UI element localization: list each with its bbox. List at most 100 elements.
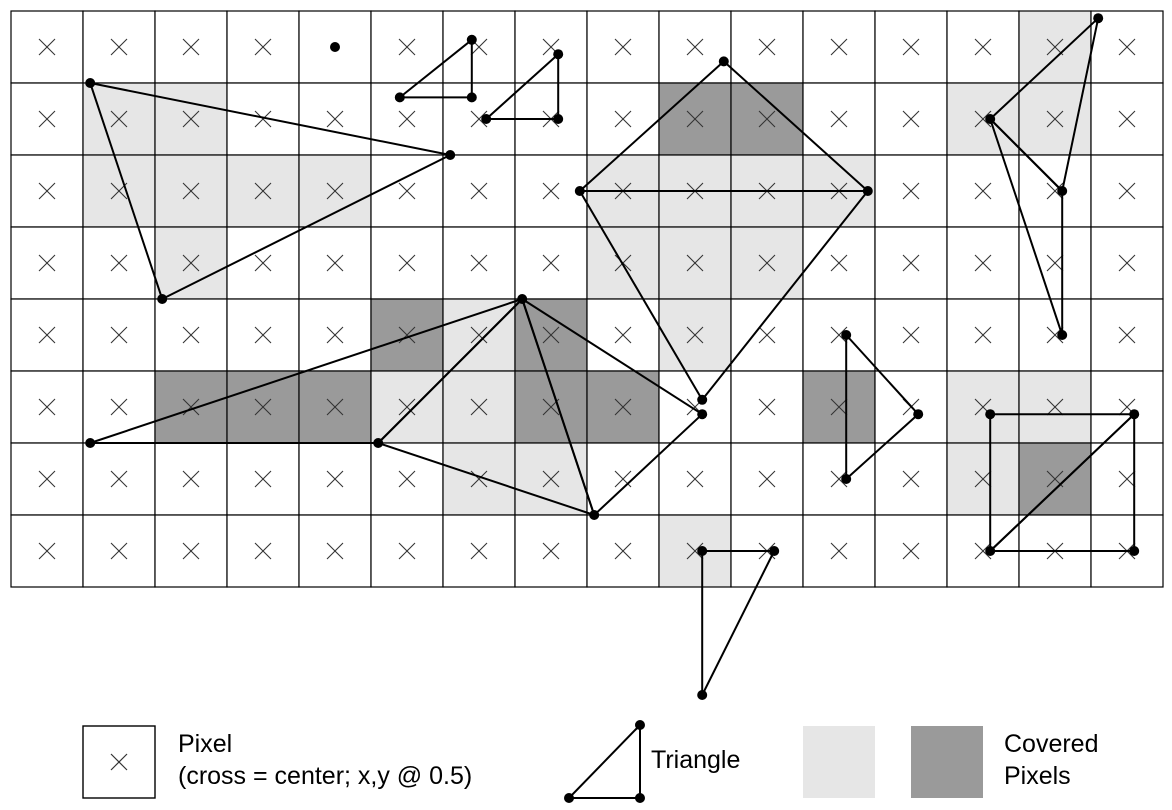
cross-icon — [1118, 326, 1136, 344]
cross-icon — [470, 110, 488, 128]
cross-icon — [902, 326, 920, 344]
cross-icon — [110, 398, 128, 416]
pixel-cell — [370, 298, 444, 372]
cross-icon — [182, 470, 200, 488]
pixel-cell — [298, 370, 372, 444]
pixel-cell — [802, 442, 876, 516]
triangle-layer — [89, 17, 1136, 696]
legend-pixel-description: (cross = center; x,y @ 0.5) — [178, 762, 472, 790]
pixel-cell — [874, 226, 948, 300]
cross-icon — [1118, 470, 1136, 488]
cross-icon — [974, 254, 992, 272]
cross-icon — [110, 110, 128, 128]
pixel-cell — [586, 10, 660, 84]
pixel-cell — [154, 370, 228, 444]
pixel-cell — [802, 10, 876, 84]
triangle-vertex — [718, 56, 729, 67]
pixel-cell — [1018, 442, 1092, 516]
pixel-cell — [442, 370, 516, 444]
cross-icon — [830, 254, 848, 272]
pixel-cell — [514, 226, 588, 300]
pixel-cell — [226, 370, 300, 444]
cross-icon — [614, 398, 632, 416]
pixel-cell — [82, 442, 156, 516]
pixel-cell — [10, 10, 84, 84]
pixel-cell — [514, 370, 588, 444]
cross-icon — [38, 110, 56, 128]
cross-icon — [1046, 182, 1064, 200]
triangle-vertex — [913, 409, 924, 420]
pixel-cell — [1018, 82, 1092, 156]
cross-icon — [470, 398, 488, 416]
triangle-vertex — [862, 186, 873, 196]
pixel-cell — [298, 298, 372, 372]
pixel-cell — [874, 82, 948, 156]
pixel-cell — [370, 514, 444, 588]
pixel-cell — [1018, 154, 1092, 228]
cross-icon — [758, 254, 776, 272]
cross-icon — [110, 38, 128, 56]
pixel-cell — [730, 226, 804, 300]
cross-icon — [542, 182, 560, 200]
cross-icon — [326, 182, 344, 200]
pixel-cell — [298, 10, 372, 84]
cross-icon — [398, 254, 416, 272]
triangle-vertex — [553, 114, 564, 124]
cross-icon — [902, 182, 920, 200]
cross-icon — [830, 326, 848, 344]
triangle-vertex — [553, 49, 564, 60]
pixel-cell — [658, 226, 732, 300]
center-dot — [330, 42, 340, 52]
pixel-cell — [10, 514, 84, 588]
pixel-cell — [442, 154, 516, 228]
pixel-cell — [586, 442, 660, 516]
cross-icon — [38, 470, 56, 488]
cross-icon — [1046, 254, 1064, 272]
cross-icon — [110, 326, 128, 344]
pixel-cell — [442, 298, 516, 372]
pixel-cell — [298, 514, 372, 588]
pixel-cell — [1090, 298, 1164, 372]
triangle — [989, 118, 1064, 336]
triangle-vertex — [1129, 546, 1140, 556]
cross-icon — [902, 110, 920, 128]
cross-icon — [974, 38, 992, 56]
pixel-cell — [1090, 10, 1164, 84]
pixel-cell — [658, 298, 732, 372]
pixel-cell — [226, 226, 300, 300]
pixel-cell — [10, 442, 84, 516]
pixel-cell — [1090, 154, 1164, 228]
triangle — [845, 334, 920, 480]
pixel-cell — [730, 442, 804, 516]
triangle-vertex — [574, 186, 585, 196]
pixel-cell — [298, 82, 372, 156]
cross-icon — [38, 254, 56, 272]
cross-icon — [38, 182, 56, 200]
pixel-cell — [226, 154, 300, 228]
pixel-cell — [226, 298, 300, 372]
pixel-cell — [442, 226, 516, 300]
pixel-cell — [658, 370, 732, 444]
pixel-cell — [874, 442, 948, 516]
cross-icon — [830, 470, 848, 488]
pixel-cell — [10, 154, 84, 228]
pixel-cell — [82, 298, 156, 372]
pixel-cell — [82, 514, 156, 588]
triangle-vertex — [1129, 409, 1140, 420]
cross-icon — [614, 110, 632, 128]
triangle — [989, 413, 1136, 552]
triangle-vertex — [985, 546, 996, 556]
pixel-grid — [10, 10, 1164, 588]
pixel-cell — [514, 10, 588, 84]
cross-icon — [542, 542, 560, 560]
legend-covered-light-swatch — [803, 726, 875, 798]
cross-icon — [110, 470, 128, 488]
pixel-cell — [802, 82, 876, 156]
cross-icon — [902, 470, 920, 488]
triangle-vertex — [85, 78, 96, 88]
cross-icon — [686, 326, 704, 344]
pixel-cell — [514, 514, 588, 588]
pixel-cell — [370, 82, 444, 156]
pixel-cell — [946, 370, 1020, 444]
